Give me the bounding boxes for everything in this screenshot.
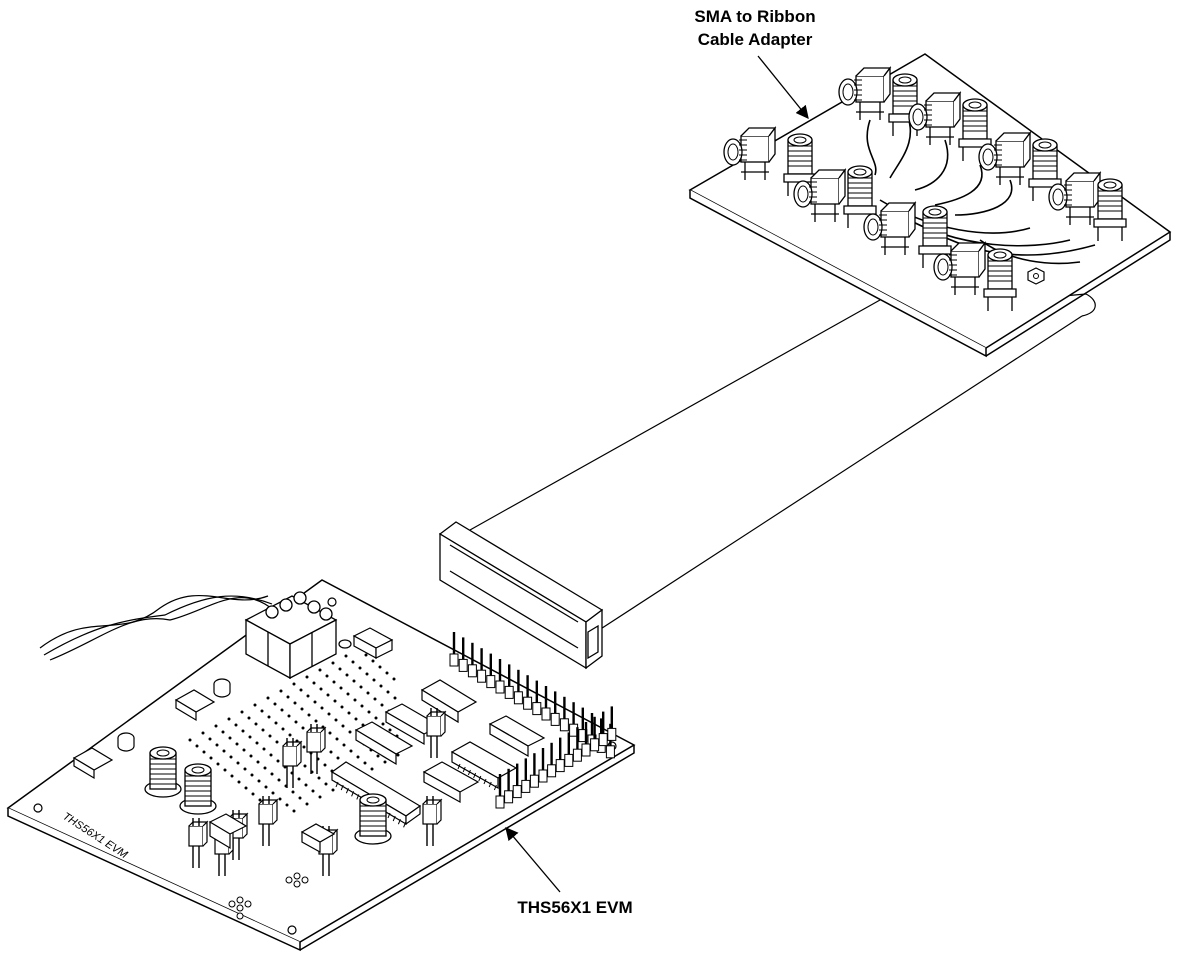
power-leads (39, 594, 277, 661)
adapter-callout-label: SMA to Ribbon Cable Adapter (660, 5, 850, 51)
smd-components (72, 627, 394, 780)
sma-adapter-board (688, 53, 1172, 358)
adapter-callout-line1: SMA to Ribbon (694, 7, 816, 26)
adapter-callout-line2: Cable Adapter (697, 30, 813, 49)
ribbon-cable (469, 293, 1096, 633)
ribbon-connector (438, 521, 604, 670)
ic-packages (330, 679, 546, 826)
terminal-block (244, 591, 338, 680)
silkscreen-dots (228, 872, 309, 920)
evm-board: THS56X1 EVM (6, 579, 636, 952)
evm-callout-arrow (505, 827, 561, 893)
evm-callout-label: THS56X1 EVM (517, 898, 633, 917)
adapter-callout-arrow (757, 55, 809, 120)
